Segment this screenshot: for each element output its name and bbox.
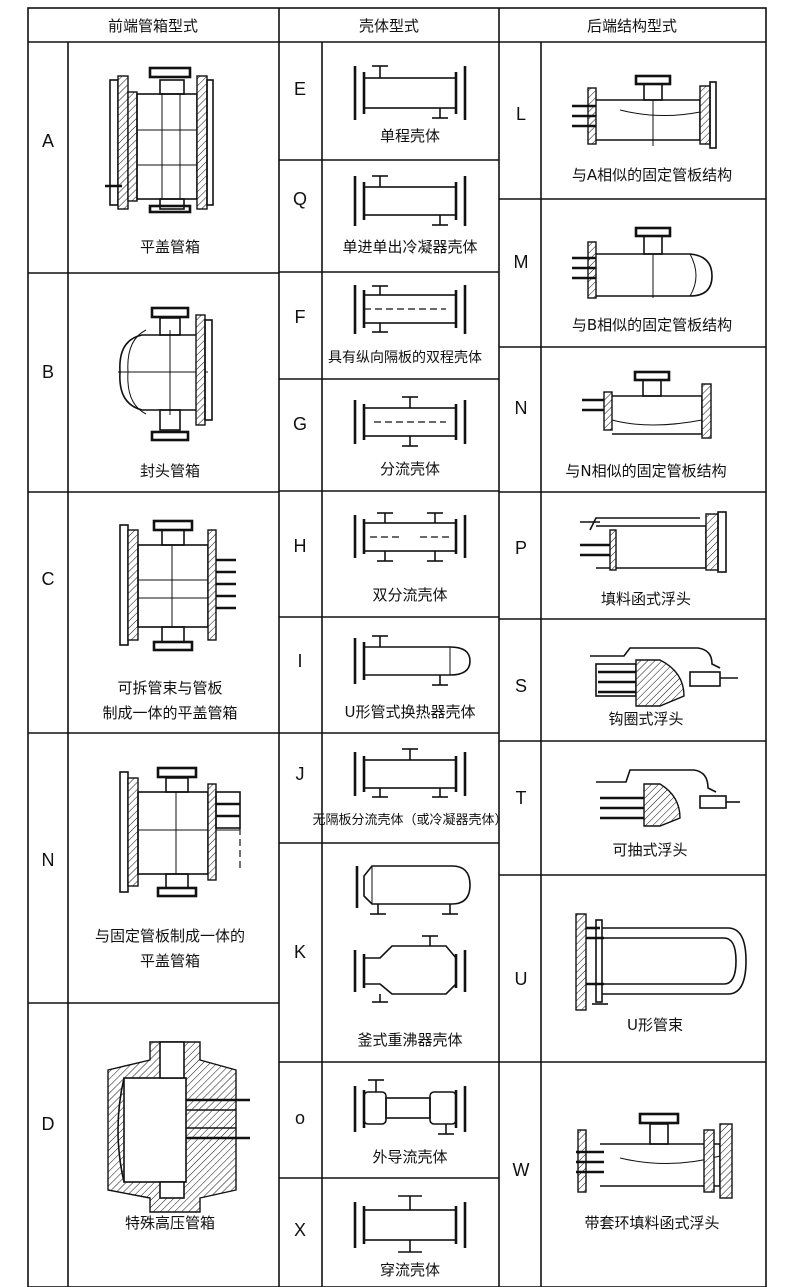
shell-label-f: 具有纵向隔板的双程壳体: [328, 349, 482, 366]
rear-code-m: M: [514, 252, 529, 272]
front-label-c-2: 制成一体的平盖管箱: [102, 704, 237, 722]
split-ring-floating-head-icon: [590, 647, 738, 707]
rear-label-n: 与N相似的固定管板结构: [565, 462, 726, 480]
rear-label-u: U形管束: [627, 1016, 683, 1034]
bonnet-channel-icon: [118, 306, 213, 442]
shell-code-q: Q: [293, 189, 307, 209]
shell-label-k: 釜式重沸器壳体: [357, 1031, 462, 1049]
fixed-tubesheet-a-icon: [572, 74, 717, 149]
front-code-c: C: [42, 569, 55, 589]
rear-label-m: 与B相似的固定管板结构: [572, 316, 732, 334]
rear-code-w: W: [513, 1160, 530, 1180]
rear-code-n: N: [515, 398, 528, 418]
fixed-tubesheet-b-icon: [572, 226, 713, 299]
shell-label-q: 单进单出冷凝器壳体: [342, 238, 477, 256]
shell-code-e: E: [294, 79, 306, 99]
shell-label-h: 双分流壳体: [372, 586, 447, 604]
front-header: 前端管箱型式: [108, 17, 198, 35]
rear-label-l: 与A相似的固定管板结构: [572, 166, 732, 184]
pull-through-floating-head-icon: [596, 769, 740, 827]
shell-code-i: I: [297, 651, 302, 671]
u-tube-bundle-icon: [575, 913, 747, 1011]
rear-label-s: 钩圈式浮头: [608, 710, 683, 728]
shell-label-j: 无隔板分流壳体（或冷凝器壳体）: [312, 812, 507, 828]
table-grid: [27, 7, 767, 1287]
shell-header: 壳体型式: [359, 17, 419, 35]
double-split-flow-shell-icon: [353, 512, 467, 562]
front-label-d: 特殊高压管箱: [125, 1214, 215, 1232]
front-label-n-1: 与固定管板制成一体的: [95, 927, 245, 945]
front-label-n-2: 平盖管箱: [140, 952, 200, 970]
two-pass-shell-icon: [353, 285, 467, 334]
shell-code-o: o: [295, 1108, 305, 1128]
packed-floating-head-icon: [580, 511, 727, 573]
lantern-ring-floating-head-icon: [576, 1112, 733, 1199]
rear-label-t: 可抽式浮头: [612, 841, 687, 859]
shell-code-g: G: [293, 414, 307, 434]
divided-flow-shell-icon: [353, 748, 467, 798]
cross-flow-shell-icon: [353, 1195, 467, 1253]
shell-label-i: U形管式换热器壳体: [345, 703, 476, 721]
shell-label-o: 外导流壳体: [372, 1148, 447, 1166]
kettle-reboiler-shell-icon: [353, 865, 471, 1003]
front-label-b: 封头管箱: [140, 462, 200, 480]
flat-cover-channel-icon: [105, 66, 214, 214]
fixed-tubesheet-n-icon: [582, 370, 712, 439]
front-label-a: 平盖管箱: [140, 238, 200, 256]
u-tube-shell-icon: [353, 635, 471, 686]
front-label-c-1: 可拆管束与管板: [117, 679, 222, 697]
front-code-a: A: [42, 131, 54, 151]
rear-code-s: S: [515, 676, 527, 696]
shell-code-h: H: [294, 536, 307, 556]
front-code-d: D: [42, 1114, 55, 1134]
rear-code-u: U: [515, 969, 528, 989]
removable-bundle-channel-icon: [119, 519, 236, 652]
condenser-shell-icon: [353, 175, 467, 226]
shell-code-f: F: [295, 307, 306, 327]
high-pressure-channel-icon: [107, 1041, 250, 1213]
rear-code-p: P: [515, 538, 527, 558]
integral-tubesheet-channel-icon: [119, 766, 241, 898]
split-flow-shell-icon: [353, 396, 467, 447]
rear-code-l: L: [516, 104, 526, 124]
rear-code-t: T: [516, 788, 527, 808]
front-code-n: N: [42, 850, 55, 870]
rear-header: 后端结构型式: [587, 17, 677, 35]
shell-label-g: 分流壳体: [380, 460, 440, 478]
shell-label-x: 穿流壳体: [380, 1261, 440, 1279]
one-pass-shell-icon: [353, 65, 467, 120]
shell-code-j: J: [296, 764, 305, 784]
external-baffle-shell-icon: [353, 1079, 467, 1135]
rear-label-w: 带套环填料函式浮头: [584, 1214, 719, 1232]
shell-label-e: 单程壳体: [380, 127, 440, 145]
shell-code-k: K: [294, 942, 306, 962]
front-code-b: B: [42, 362, 54, 382]
shell-code-x: X: [294, 1220, 306, 1240]
rear-label-p: 填料函式浮头: [601, 590, 691, 608]
